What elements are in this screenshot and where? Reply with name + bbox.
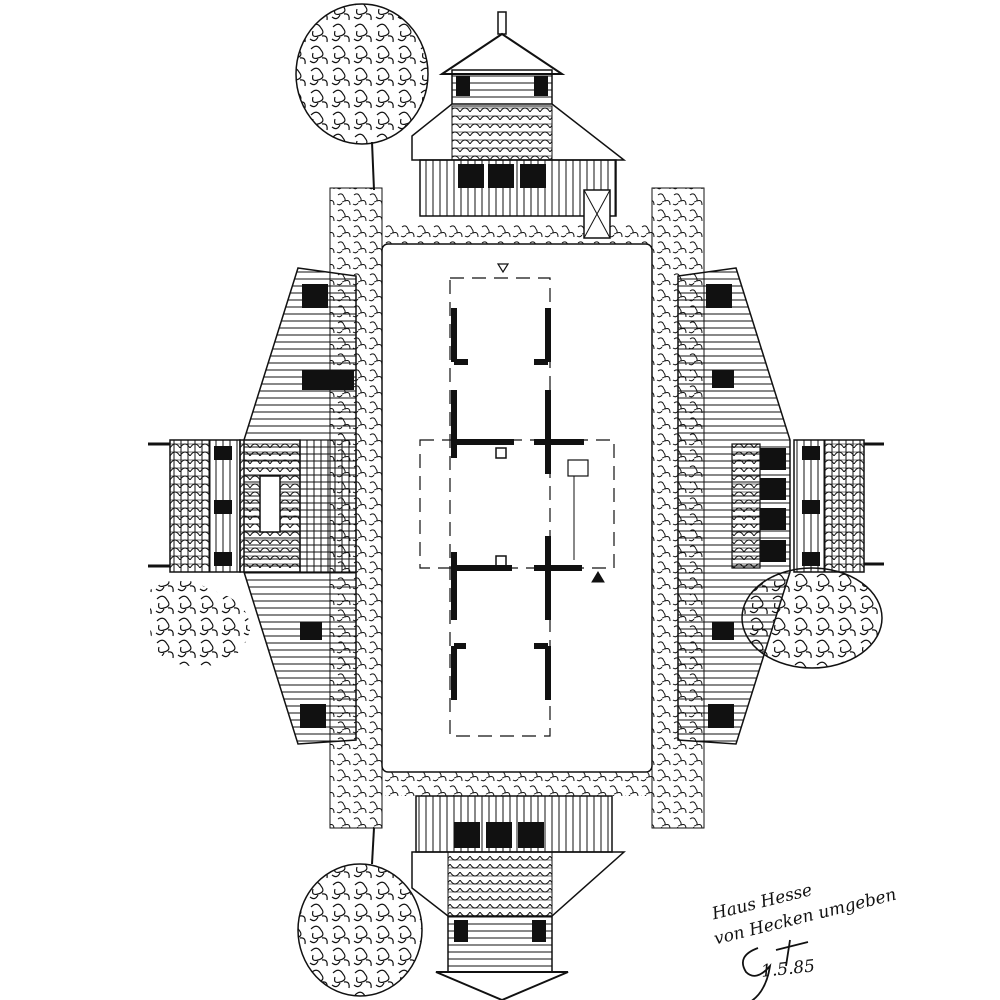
signature-mark <box>742 939 809 1000</box>
tree-icon <box>150 580 250 667</box>
tree-icon <box>295 3 429 191</box>
north-arrow-icon <box>496 263 510 274</box>
courtyard <box>381 243 653 773</box>
tree-icon <box>741 567 883 669</box>
east-elevation <box>677 267 884 745</box>
tree-icon <box>297 827 423 997</box>
north-elevation <box>411 11 627 239</box>
south-elevation <box>411 795 626 1000</box>
west-elevation <box>148 267 357 745</box>
floor-plan <box>419 263 615 737</box>
